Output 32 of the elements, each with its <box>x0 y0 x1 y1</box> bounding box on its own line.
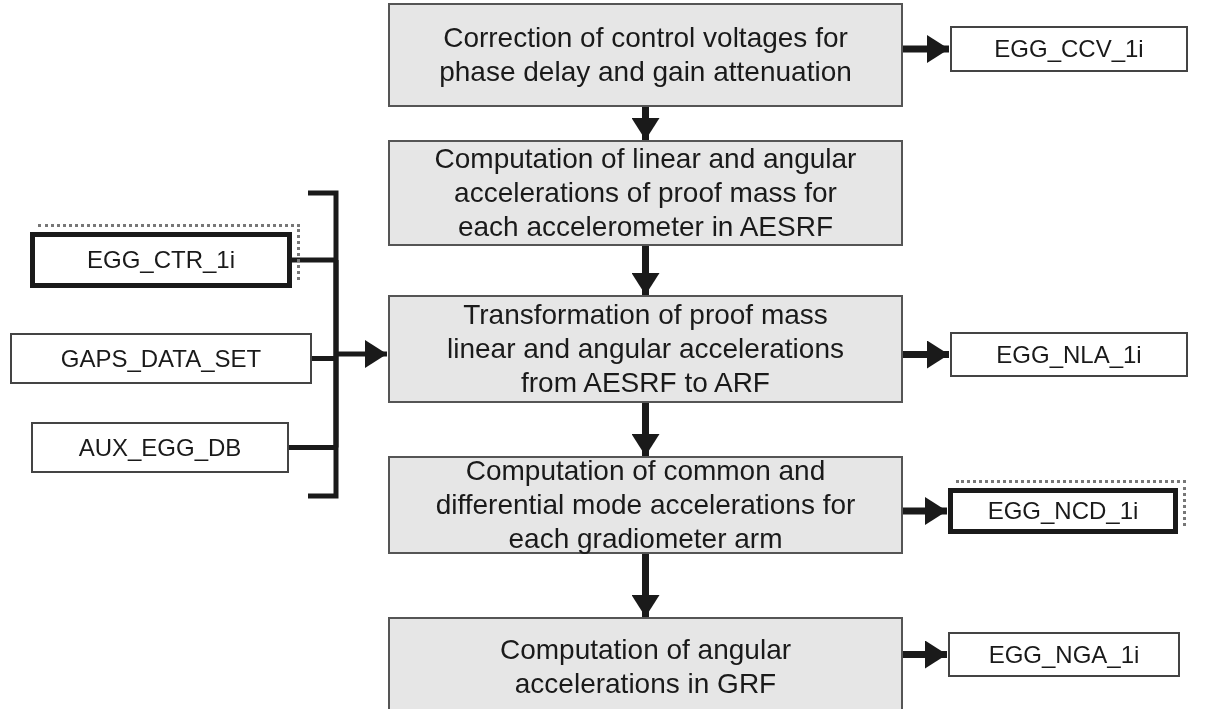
arrow <box>631 403 660 456</box>
process-text: Computation of common and differential mode accelerations for each gradiometer arm <box>434 454 857 556</box>
data-label: GAPS_DATA_SET <box>60 343 262 374</box>
data-box <box>31 422 289 473</box>
data-label: EGG_CTR_1i <box>86 245 235 275</box>
arrow <box>903 640 947 669</box>
data-box <box>30 232 292 288</box>
data-box <box>950 332 1188 377</box>
data-box <box>948 632 1180 677</box>
arrow <box>903 340 949 369</box>
process-text: Computation of angular accelerations in GRF <box>498 633 793 701</box>
process-text: Transformation of proof mass linear and angular accelerations from AESRF to ARF <box>446 298 845 400</box>
process-box <box>388 295 903 403</box>
data-label: EGG_NGA_1i <box>988 639 1140 670</box>
arrow <box>631 107 660 140</box>
data-label: EGG_CCV_1i <box>994 34 1144 64</box>
process-box <box>388 456 903 554</box>
data-box <box>948 488 1178 534</box>
process-text: Computation of linear and angular accelerations of proof mass for each accelerometer in AESRF <box>433 142 858 244</box>
process-box <box>388 3 903 107</box>
arrow <box>631 246 660 295</box>
data-box <box>10 333 312 384</box>
arrow <box>903 497 947 525</box>
process-text: Correction of control voltages for phase delay and gain attenuation <box>438 21 853 89</box>
process-box <box>388 140 903 246</box>
data-label: EGG_NLA_1i <box>996 339 1142 370</box>
arrow <box>631 554 660 617</box>
arrow <box>903 35 949 63</box>
data-label: EGG_NCD_1i <box>987 496 1139 526</box>
process-box <box>388 617 903 709</box>
data-box <box>950 26 1188 72</box>
data-label: AUX_EGG_DB <box>78 432 242 463</box>
